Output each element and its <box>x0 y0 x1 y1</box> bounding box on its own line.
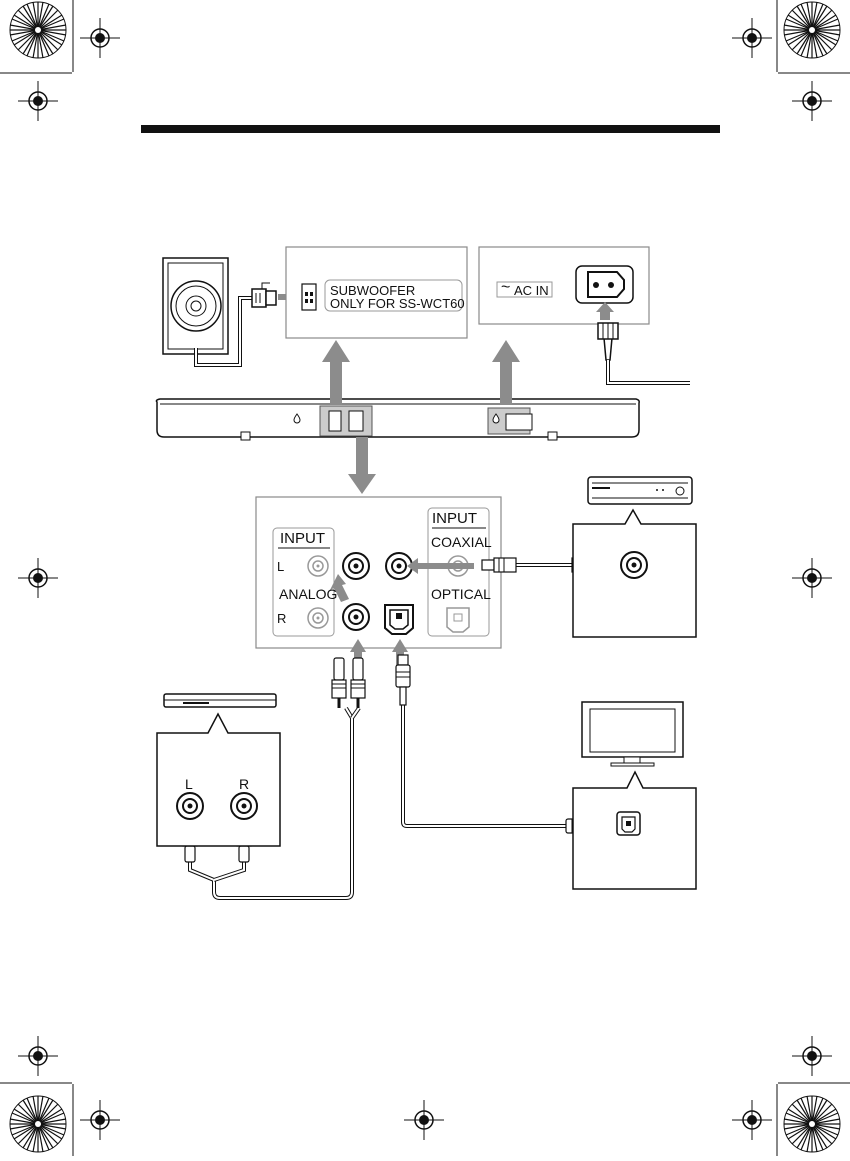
registration-mark <box>792 558 832 598</box>
optical-jack <box>385 605 413 634</box>
analog-input-header: INPUT <box>280 531 325 546</box>
device-analog-right-jack <box>231 793 257 819</box>
analog-left-label: L <box>277 560 284 573</box>
registration-mark <box>732 1100 772 1140</box>
analog-left-jack-label-icon <box>308 556 328 576</box>
arrow-bar-to-input-panel <box>348 437 376 494</box>
tv-icon <box>582 702 683 766</box>
ac-in-label: AC IN <box>514 284 549 297</box>
registration-mark <box>404 1100 444 1140</box>
optical-jack-label-icon <box>447 608 469 632</box>
registration-mark <box>18 558 58 598</box>
tv-optical-jack <box>617 812 640 835</box>
analog-label: ANALOG <box>279 587 337 601</box>
registration-mark <box>792 1036 832 1076</box>
registration-mark <box>80 18 120 58</box>
optical-label: OPTICAL <box>431 587 491 601</box>
analog-right-jack <box>343 604 369 630</box>
analog-right-label: R <box>277 612 286 625</box>
coaxial-label: COAXIAL <box>431 535 492 549</box>
registration-mark <box>792 81 832 121</box>
corner-starburst-top-right <box>784 2 840 58</box>
arrow-bar-to-ac-panel <box>492 340 520 405</box>
subwoofer-label-line2: ONLY FOR SS-WCT60 <box>330 297 465 310</box>
power-cord <box>608 360 690 383</box>
power-plug-icon <box>598 323 618 360</box>
analog-device-callout <box>157 714 280 846</box>
device-left-label: L <box>185 777 193 791</box>
subwoofer-speaker-icon <box>163 258 228 354</box>
arrow-bar-to-subwoofer-panel <box>322 340 350 405</box>
analog-source-device-icon <box>164 694 276 707</box>
corner-starburst-bottom-left <box>10 1096 66 1152</box>
header-rule <box>141 125 720 133</box>
registration-mark <box>80 1100 120 1140</box>
registration-mark <box>18 1036 58 1076</box>
subwoofer-port-icon <box>302 284 316 310</box>
device-coaxial-jack <box>621 552 647 578</box>
digital-input-header: INPUT <box>432 511 477 526</box>
coaxial-source-device-icon <box>588 477 692 504</box>
registration-mark <box>732 18 772 58</box>
registration-mark <box>18 81 58 121</box>
device-analog-left-jack <box>177 793 203 819</box>
ac-tilde-symbol: ~ <box>501 280 510 296</box>
optical-cable <box>396 655 594 833</box>
corner-starburst-bottom-right <box>784 1096 840 1152</box>
subwoofer-plug-icon <box>252 283 276 307</box>
analog-right-jack-label-icon <box>308 608 328 628</box>
sound-bar-unit <box>156 399 639 440</box>
device-right-label: R <box>239 777 249 791</box>
corner-starburst-top-left <box>10 2 66 58</box>
analog-left-jack <box>343 553 369 579</box>
ac-inlet-icon <box>576 266 633 303</box>
